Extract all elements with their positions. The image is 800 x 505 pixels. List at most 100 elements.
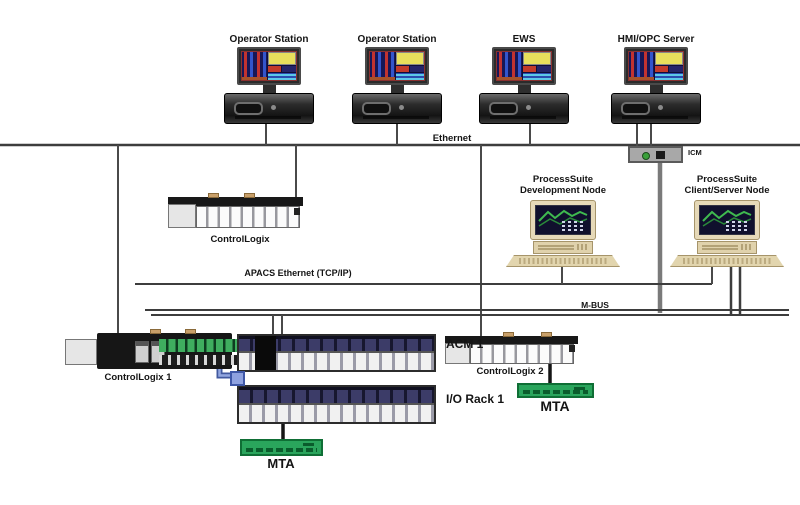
mta-right-label: MTA: [540, 398, 570, 414]
desktop-slot: [702, 248, 738, 250]
screen-mid-row: [522, 65, 551, 72]
screen-cyan-stripes: [395, 72, 424, 80]
computer-tower-icon: [611, 93, 701, 124]
hmi-screen-graphic: [369, 51, 425, 81]
tower-power-button: [271, 105, 276, 110]
screen-panels: [267, 52, 296, 80]
hmi-screen-graphic: [496, 51, 552, 81]
green-io-modules: [159, 339, 247, 352]
desktop-unit: [533, 241, 593, 254]
screen-panels: [522, 52, 551, 80]
rack-power-module: [445, 343, 470, 364]
desktop-slot: [702, 245, 738, 247]
controllogix-rack: [168, 193, 303, 230]
ethernet-bus-label: Ethernet: [432, 133, 472, 144]
tower-power-button: [658, 105, 663, 110]
desktop-slot: [538, 248, 574, 250]
mta-marking: [303, 443, 314, 446]
screen-trend-bars: [370, 52, 395, 80]
workstation-label: Operator Station: [357, 34, 437, 45]
rack-top-band: [168, 197, 303, 206]
rack-connector-tab: [503, 332, 514, 337]
rack-small-module: [135, 341, 149, 363]
controllogix-1-rack: [65, 329, 261, 372]
keypad-dots: [726, 221, 747, 231]
desktop-grill: [577, 244, 589, 250]
controllogix-2-label: ControlLogix 2: [476, 366, 544, 377]
workstation-operator-station-2: Operator Station: [349, 34, 445, 124]
tower-drive-bay: [362, 102, 391, 115]
trend-lines: [538, 209, 588, 227]
workstation-ews: EWS: [476, 34, 572, 124]
monitor-stand: [649, 85, 663, 93]
screen-yellow-panel: [522, 52, 551, 65]
workstation-label: Operator Station: [229, 34, 309, 45]
monitor-stand: [262, 85, 276, 93]
crt-monitor-icon: [237, 47, 301, 85]
icm-port: [656, 151, 665, 159]
acm-controller-module: [255, 336, 276, 370]
node-label-line1: ProcessSuite: [532, 174, 594, 185]
tower-power-button: [399, 105, 404, 110]
rack-upper-slots: [239, 387, 434, 405]
rack-top-band: [445, 336, 578, 344]
crt-monitor-icon: [624, 47, 688, 85]
screen-trend-bars: [629, 52, 654, 80]
desktop-grill: [741, 244, 753, 250]
rack-power-module: [65, 339, 97, 365]
screen-panels: [395, 52, 424, 80]
tower-vent-slot: [363, 116, 429, 119]
tower-vent-slot: [490, 116, 556, 119]
rack-connector-tab: [150, 329, 161, 334]
mta-block-right: [517, 383, 594, 398]
mbus-label: M-BUS: [581, 300, 609, 310]
rack-power-module: [168, 204, 196, 228]
workstation-label: HMI/OPC Server: [617, 34, 695, 45]
rack-connector-tab: [541, 332, 552, 337]
trend-lines: [702, 209, 752, 227]
mta-terminal-row: [523, 390, 588, 394]
screen-dark-block: [409, 65, 424, 72]
screen-red-block: [654, 65, 668, 72]
controllogix-1-label: ControlLogix 1: [104, 372, 172, 383]
node-label-line2: Client/Server Node: [684, 185, 770, 196]
screen-yellow-panel: [395, 52, 424, 65]
blue-cable-connector: [230, 371, 245, 386]
tower-power-button: [526, 105, 531, 110]
node-label-line2: Development Node: [519, 185, 607, 196]
hmi-screen-graphic: [628, 51, 684, 81]
beige-monitor-icon: [694, 200, 760, 240]
screen-dark-block: [668, 65, 683, 72]
rack-end-port: [294, 208, 300, 215]
crt-monitor-icon: [365, 47, 429, 85]
trend-chart-graphic: [702, 209, 752, 231]
rack-connector-tab: [244, 193, 255, 198]
screen-dark-block: [281, 65, 296, 72]
apacs-bus-label: APACS Ethernet (TCP/IP): [244, 268, 352, 278]
tower-drive-bay: [489, 102, 518, 115]
beige-monitor-icon: [530, 200, 596, 240]
tower-vent-slot: [235, 116, 301, 119]
keyboard-keys: [519, 258, 607, 264]
crt-monitor-icon: [492, 47, 556, 85]
screen-mid-row: [267, 65, 296, 72]
rack-connector-tab: [208, 193, 219, 198]
acm-1-rack: [237, 334, 436, 372]
rack-end-port: [569, 345, 575, 352]
screen-trend-bars: [242, 52, 267, 80]
io-rack-1: [237, 385, 436, 424]
monitor-stand: [390, 85, 404, 93]
mta-marking: [574, 387, 585, 390]
processsuite-client-server-node: ProcessSuite Client/Server Node: [662, 174, 792, 267]
computer-tower-icon: [479, 93, 569, 124]
computer-tower-icon: [224, 93, 314, 124]
tower-drive-bay: [234, 102, 263, 115]
rack-io-slots: [196, 206, 300, 228]
keyboard-keys: [683, 258, 771, 264]
monitor-stand: [517, 85, 531, 93]
screen-yellow-panel: [654, 52, 683, 65]
acm-1-label: ACM 1: [446, 337, 484, 351]
node-label-line1: ProcessSuite: [696, 174, 758, 185]
icm-module: [628, 146, 683, 163]
